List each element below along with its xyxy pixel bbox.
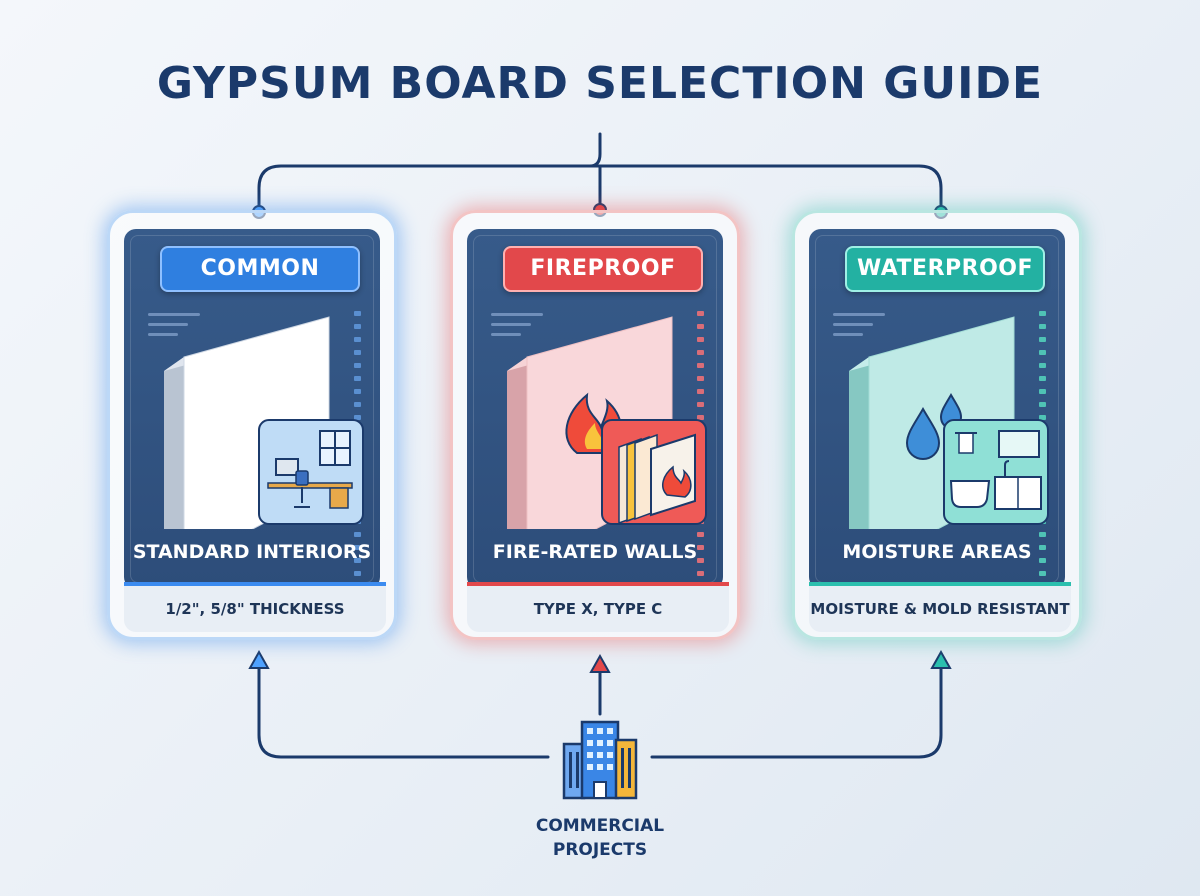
title-stem-line	[588, 132, 602, 168]
fireproof-badge: FIREPROOF	[503, 246, 703, 292]
bottom-label-line-2: PROJECTS	[552, 840, 648, 860]
waterproof-use-label: MOISTURE AREAS	[842, 541, 1032, 563]
common-spec-label: 1/2", 5/8" THICKNESS	[124, 586, 386, 632]
common-accent-bar	[124, 582, 386, 586]
fireproof-spec-label: TYPE X, TYPE C	[467, 586, 729, 632]
commercial-projects-label: COMMERCIAL PROJECTS	[500, 814, 700, 862]
common-arrowhead	[248, 649, 270, 669]
water-drop-icon	[905, 406, 941, 461]
bathroom-icon	[943, 419, 1049, 525]
decorative-lines	[148, 313, 200, 343]
common-card-panel: COMMON STANDARD INTERIORS	[124, 229, 380, 589]
fire-arrowhead	[589, 653, 611, 673]
bottom-right-line	[650, 666, 943, 759]
decorative-lines	[491, 313, 543, 343]
page-title: GYPSUM BOARD SELECTION GUIDE	[156, 58, 1044, 109]
fireproof-use-label: FIRE-RATED WALLS	[492, 541, 698, 563]
fireproof-accent-bar	[467, 582, 729, 586]
bottom-label-line-1: COMMERCIAL	[535, 816, 665, 836]
bottom-left-line	[257, 666, 550, 759]
fire-rated-wall-layers-icon	[601, 419, 707, 525]
common-badge: COMMON	[160, 246, 360, 292]
office-room-icon	[258, 419, 364, 525]
fireproof-card-panel: FIREPROOF FIRE-RATED WALLS	[467, 229, 723, 589]
office-buildings-icon	[562, 720, 638, 800]
common-use-label: STANDARD INTERIORS	[132, 541, 372, 563]
decorative-lines	[833, 313, 885, 343]
waterproof-board-card: WATERPROOF MOISTURE AREAS MOISTURE & MOL…	[792, 210, 1082, 640]
water-arrowhead	[930, 649, 952, 669]
waterproof-badge: WATERPROOF	[845, 246, 1045, 292]
fireproof-board-card: FIREPROOF FIRE-RATED WALLS TYPE X, TYPE …	[450, 210, 740, 640]
common-board-card: COMMON STANDARD INTERIORS 1/2", 5/8" THI…	[107, 210, 397, 640]
waterproof-accent-bar	[809, 582, 1071, 586]
waterproof-card-panel: WATERPROOF MOISTURE AREAS	[809, 229, 1065, 589]
waterproof-spec-label: MOISTURE & MOLD RESISTANT	[809, 586, 1071, 632]
